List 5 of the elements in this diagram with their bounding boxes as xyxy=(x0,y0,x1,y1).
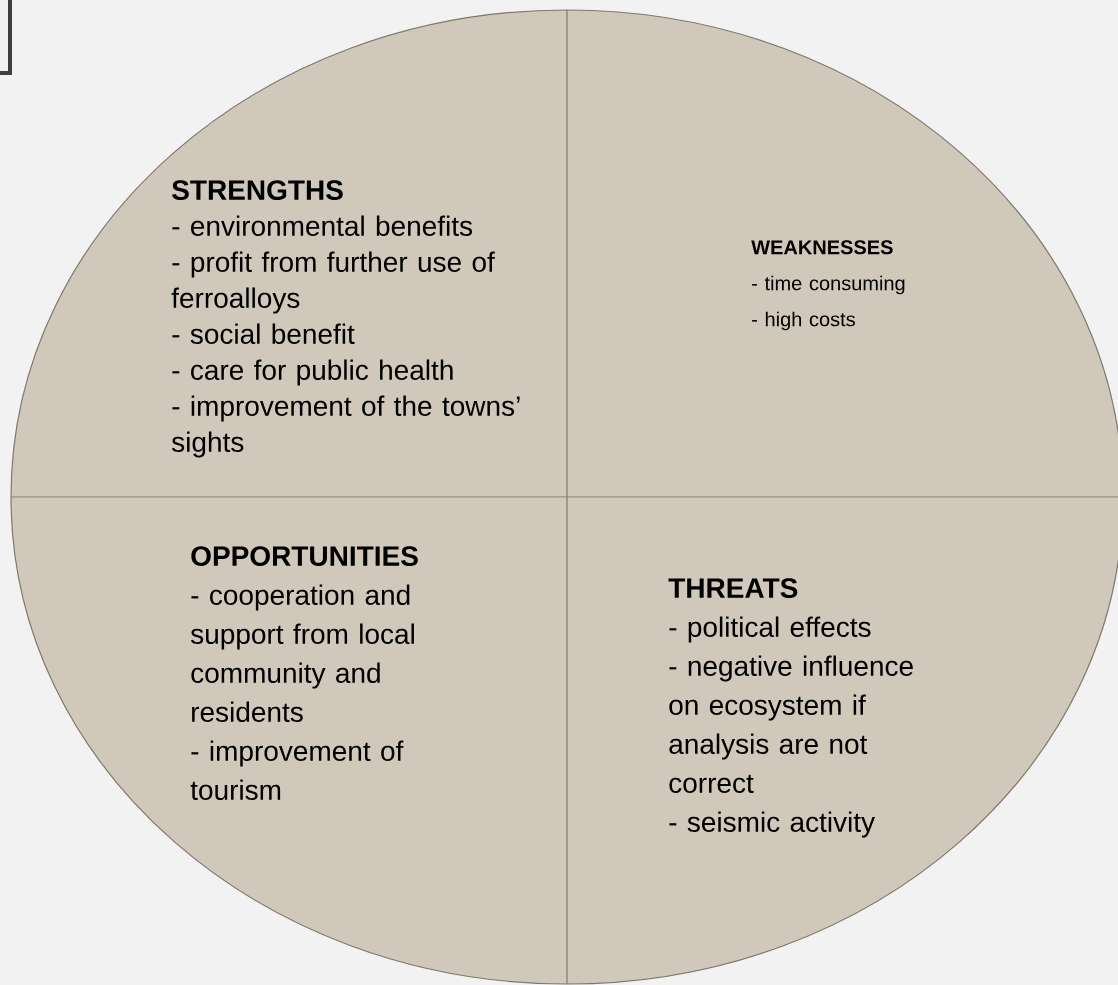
quadrant-text: WEAKNESSES - time consuming - high costs xyxy=(751,240,905,331)
quadrant-text: OPPORTUNITIES - cooperation and support from local community and residents - improvement of tourism xyxy=(190,546,418,800)
quadrant-text: THREATS - political effects - negative influence on ecosystem if analysis are not correct - seismic activity xyxy=(668,578,913,838)
quadrant-text: STRENGTHS - environmental benefits - profit from further use of ferroalloys - social benefit - care for public health - improvement of the towns’ sights xyxy=(171,180,520,458)
ellipse xyxy=(10,9,1118,985)
